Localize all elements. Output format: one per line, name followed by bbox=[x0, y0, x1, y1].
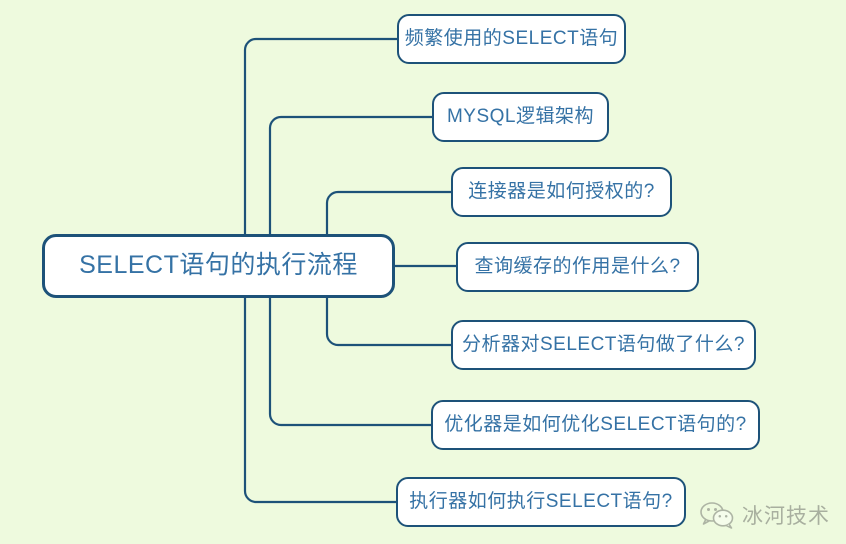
mindmap-node-label: MYSQL逻辑架构 bbox=[446, 105, 595, 127]
mindmap-root-node[interactable]: SELECT语句的执行流程 bbox=[42, 234, 395, 298]
mindmap-node-frequent-select[interactable]: 频繁使用的SELECT语句 bbox=[397, 14, 626, 64]
mindmap-root-label: SELECT语句的执行流程 bbox=[79, 250, 358, 279]
mindmap-node-label: 连接器是如何授权的? bbox=[468, 180, 655, 202]
mindmap-node-analyzer[interactable]: 分析器对SELECT语句做了什么? bbox=[451, 320, 756, 370]
mindmap-node-mysql-architecture[interactable]: MYSQL逻辑架构 bbox=[432, 92, 609, 142]
mindmap-node-optimizer[interactable]: 优化器是如何优化SELECT语句的? bbox=[431, 400, 760, 450]
watermark-text: 冰河技术 bbox=[742, 504, 830, 528]
mindmap-edge bbox=[243, 296, 398, 504]
mindmap-node-query-cache[interactable]: 查询缓存的作用是什么? bbox=[456, 242, 699, 292]
mindmap-node-label: 优化器是如何优化SELECT语句的? bbox=[444, 413, 747, 435]
mindmap-edge bbox=[325, 296, 453, 347]
mindmap-node-label: 分析器对SELECT语句做了什么? bbox=[462, 333, 745, 355]
watermark: 冰河技术 bbox=[700, 500, 830, 530]
mindmap-edge bbox=[243, 37, 399, 236]
mindmap-node-label: 频繁使用的SELECT语句 bbox=[404, 27, 619, 49]
mindmap-edge bbox=[325, 190, 453, 236]
mindmap-node-connector-auth[interactable]: 连接器是如何授权的? bbox=[451, 167, 672, 217]
mindmap-node-label: 执行器如何执行SELECT语句? bbox=[409, 490, 673, 512]
mindmap-edge bbox=[268, 296, 433, 427]
mindmap-node-executor[interactable]: 执行器如何执行SELECT语句? bbox=[396, 477, 686, 527]
wechat-icon bbox=[700, 501, 734, 529]
mindmap-edge bbox=[268, 115, 434, 236]
mindmap-node-label: 查询缓存的作用是什么? bbox=[474, 255, 681, 277]
